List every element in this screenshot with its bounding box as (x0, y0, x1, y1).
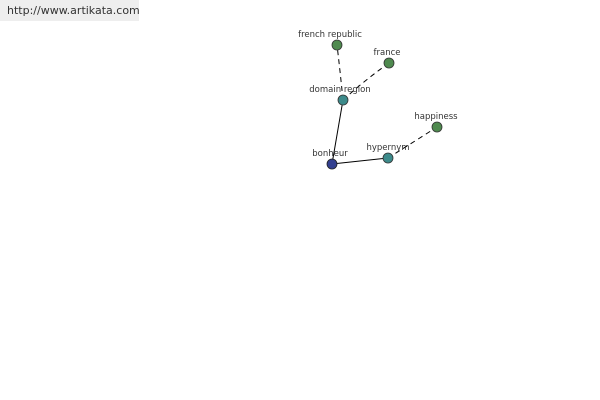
node-french-republic[interactable] (331, 39, 343, 51)
label-french-republic: french republic (298, 30, 362, 40)
nodes-layer (326, 39, 443, 170)
label-france: france (374, 48, 401, 58)
node-france[interactable] (383, 57, 395, 69)
node-happiness[interactable] (431, 121, 443, 133)
edge-bonheur-hypernym (331, 157, 389, 165)
labels-layer: french republic france domain region hap… (298, 30, 458, 159)
label-hypernym: hypernym (366, 143, 409, 153)
node-bonheur[interactable] (326, 158, 338, 170)
label-domain-region: domain region (309, 85, 370, 95)
node-domain-region[interactable] (337, 94, 349, 106)
edge-bonheur-domain-region (331, 99, 344, 165)
site-url-link[interactable]: http://www.artikata.com (0, 0, 140, 21)
node-hypernym[interactable] (382, 152, 394, 164)
label-bonheur: bonheur (312, 149, 348, 159)
label-happiness: happiness (414, 112, 458, 122)
